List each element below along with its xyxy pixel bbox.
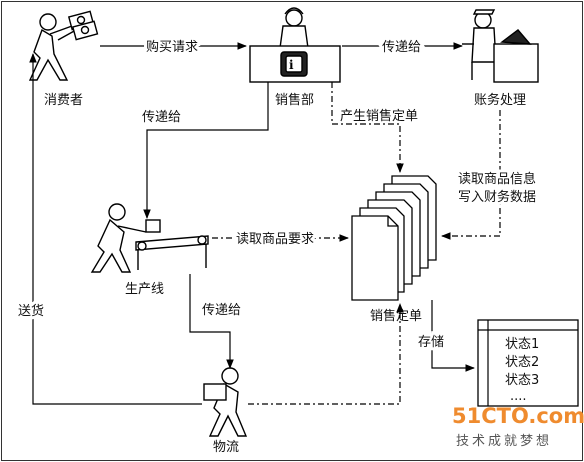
sales-order-documents [351, 175, 437, 301]
arrow-to-logistics [189, 274, 234, 369]
pass-on-top-label: 传递给 [382, 40, 421, 55]
sales-order-label: 销售定单 [370, 308, 422, 324]
consumer-figure [28, 10, 99, 81]
state-row-3: 状态3 [505, 373, 539, 388]
pass-on-bottom-label: 传递给 [202, 303, 241, 318]
arrow-accounting-to-orders [441, 110, 501, 240]
svg-text:i: i [289, 58, 294, 72]
arrow-create-sales-order [331, 82, 404, 173]
consumer-label: 消费者 [44, 93, 83, 108]
sales-dept-label: 销售部 [275, 92, 314, 108]
watermark-brand: 51CTO.com [452, 404, 584, 428]
read-product-info-label: 读取商品信息 [458, 171, 536, 187]
write-financial-data-label: 写入财务数据 [458, 189, 536, 205]
store-label: 存储 [418, 335, 444, 350]
accounting-figure [462, 9, 539, 83]
state-row-2: 状态2 [505, 355, 539, 370]
read-product-requirements-label: 读取商品要求 [236, 232, 314, 247]
purchase-request-label: 购买请求 [146, 39, 198, 55]
state-row-1: 状态1 [505, 337, 539, 352]
pass-on-left-label: 传递给 [142, 110, 181, 125]
arrow-deliver [29, 53, 202, 405]
state-table: 状态1 状态2 状态3 .... [477, 319, 579, 407]
accounting-label: 账务处理 [474, 92, 526, 108]
deliver-label: 送货 [18, 303, 44, 319]
arrow-store [431, 300, 475, 372]
logistics-figure [203, 367, 248, 437]
logistics-label: 物流 [213, 440, 239, 455]
watermark-slogan: 技术成就梦想 [456, 433, 552, 449]
sales-dept-figure: i [249, 7, 341, 83]
production-line-label: 生产线 [125, 282, 164, 297]
production-line-figure [90, 203, 209, 273]
create-sales-order-label: 产生销售定单 [340, 108, 418, 124]
arrow-to-production [143, 82, 269, 219]
state-row-4: .... [510, 389, 527, 404]
